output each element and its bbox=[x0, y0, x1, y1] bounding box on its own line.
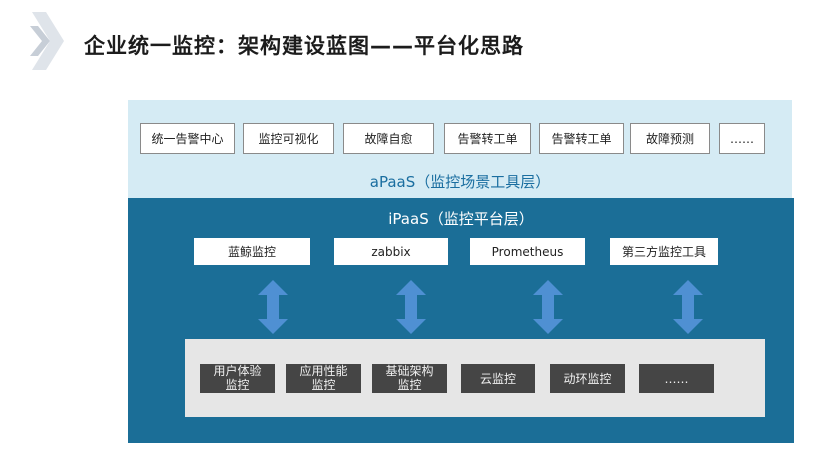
apaas-layer: 统一告警中心 监控可视化 故障自愈 告警转工单 告警转工单 故障预测 …… aP… bbox=[128, 100, 792, 198]
infra-monitoring-row: 用户体验 监控 应用性能 监控 基础架构 监控 云监控 动环监控 …… bbox=[185, 339, 765, 417]
infra-item-user-experience: 用户体验 监控 bbox=[200, 364, 275, 393]
tool-zabbix: zabbix bbox=[334, 238, 448, 265]
ipaas-layer: iPaaS（监控平台层） 蓝鲸监控 zabbix Prometheus 第三方监… bbox=[128, 198, 794, 443]
double-arrow-icon bbox=[258, 280, 288, 334]
infra-item-power-env: 动环监控 bbox=[550, 364, 625, 393]
tool-bluewhale: 蓝鲸监控 bbox=[194, 238, 310, 265]
apaas-item-more: …… bbox=[719, 123, 765, 154]
ipaas-layer-label: iPaaS（监控平台层） bbox=[388, 210, 534, 228]
apaas-item-visualization: 监控可视化 bbox=[243, 123, 334, 154]
double-arrow-icon bbox=[673, 280, 703, 334]
apaas-item-alert-center: 统一告警中心 bbox=[140, 123, 235, 154]
tool-prometheus: Prometheus bbox=[470, 238, 585, 265]
tool-third-party: 第三方监控工具 bbox=[610, 238, 718, 265]
page-title: 企业统一监控：架构建设蓝图——平台化思路 bbox=[84, 34, 524, 58]
chevron-logo-icon bbox=[30, 12, 64, 70]
infra-item-infrastructure: 基础架构 监控 bbox=[372, 364, 447, 393]
double-arrow-icon bbox=[533, 280, 563, 334]
apaas-item-fault-prediction: 故障预测 bbox=[630, 123, 710, 154]
infra-item-app-performance: 应用性能 监控 bbox=[286, 364, 361, 393]
infra-item-cloud: 云监控 bbox=[461, 364, 535, 393]
infra-item-more: …… bbox=[639, 364, 714, 393]
apaas-item-alert-to-ticket: 告警转工单 bbox=[444, 123, 531, 154]
apaas-item-alert-to-ticket-2: 告警转工单 bbox=[539, 123, 624, 154]
apaas-layer-label: aPaaS（监控场景工具层） bbox=[369, 173, 551, 191]
double-arrow-icon bbox=[396, 280, 426, 334]
apaas-item-self-healing: 故障自愈 bbox=[343, 123, 434, 154]
